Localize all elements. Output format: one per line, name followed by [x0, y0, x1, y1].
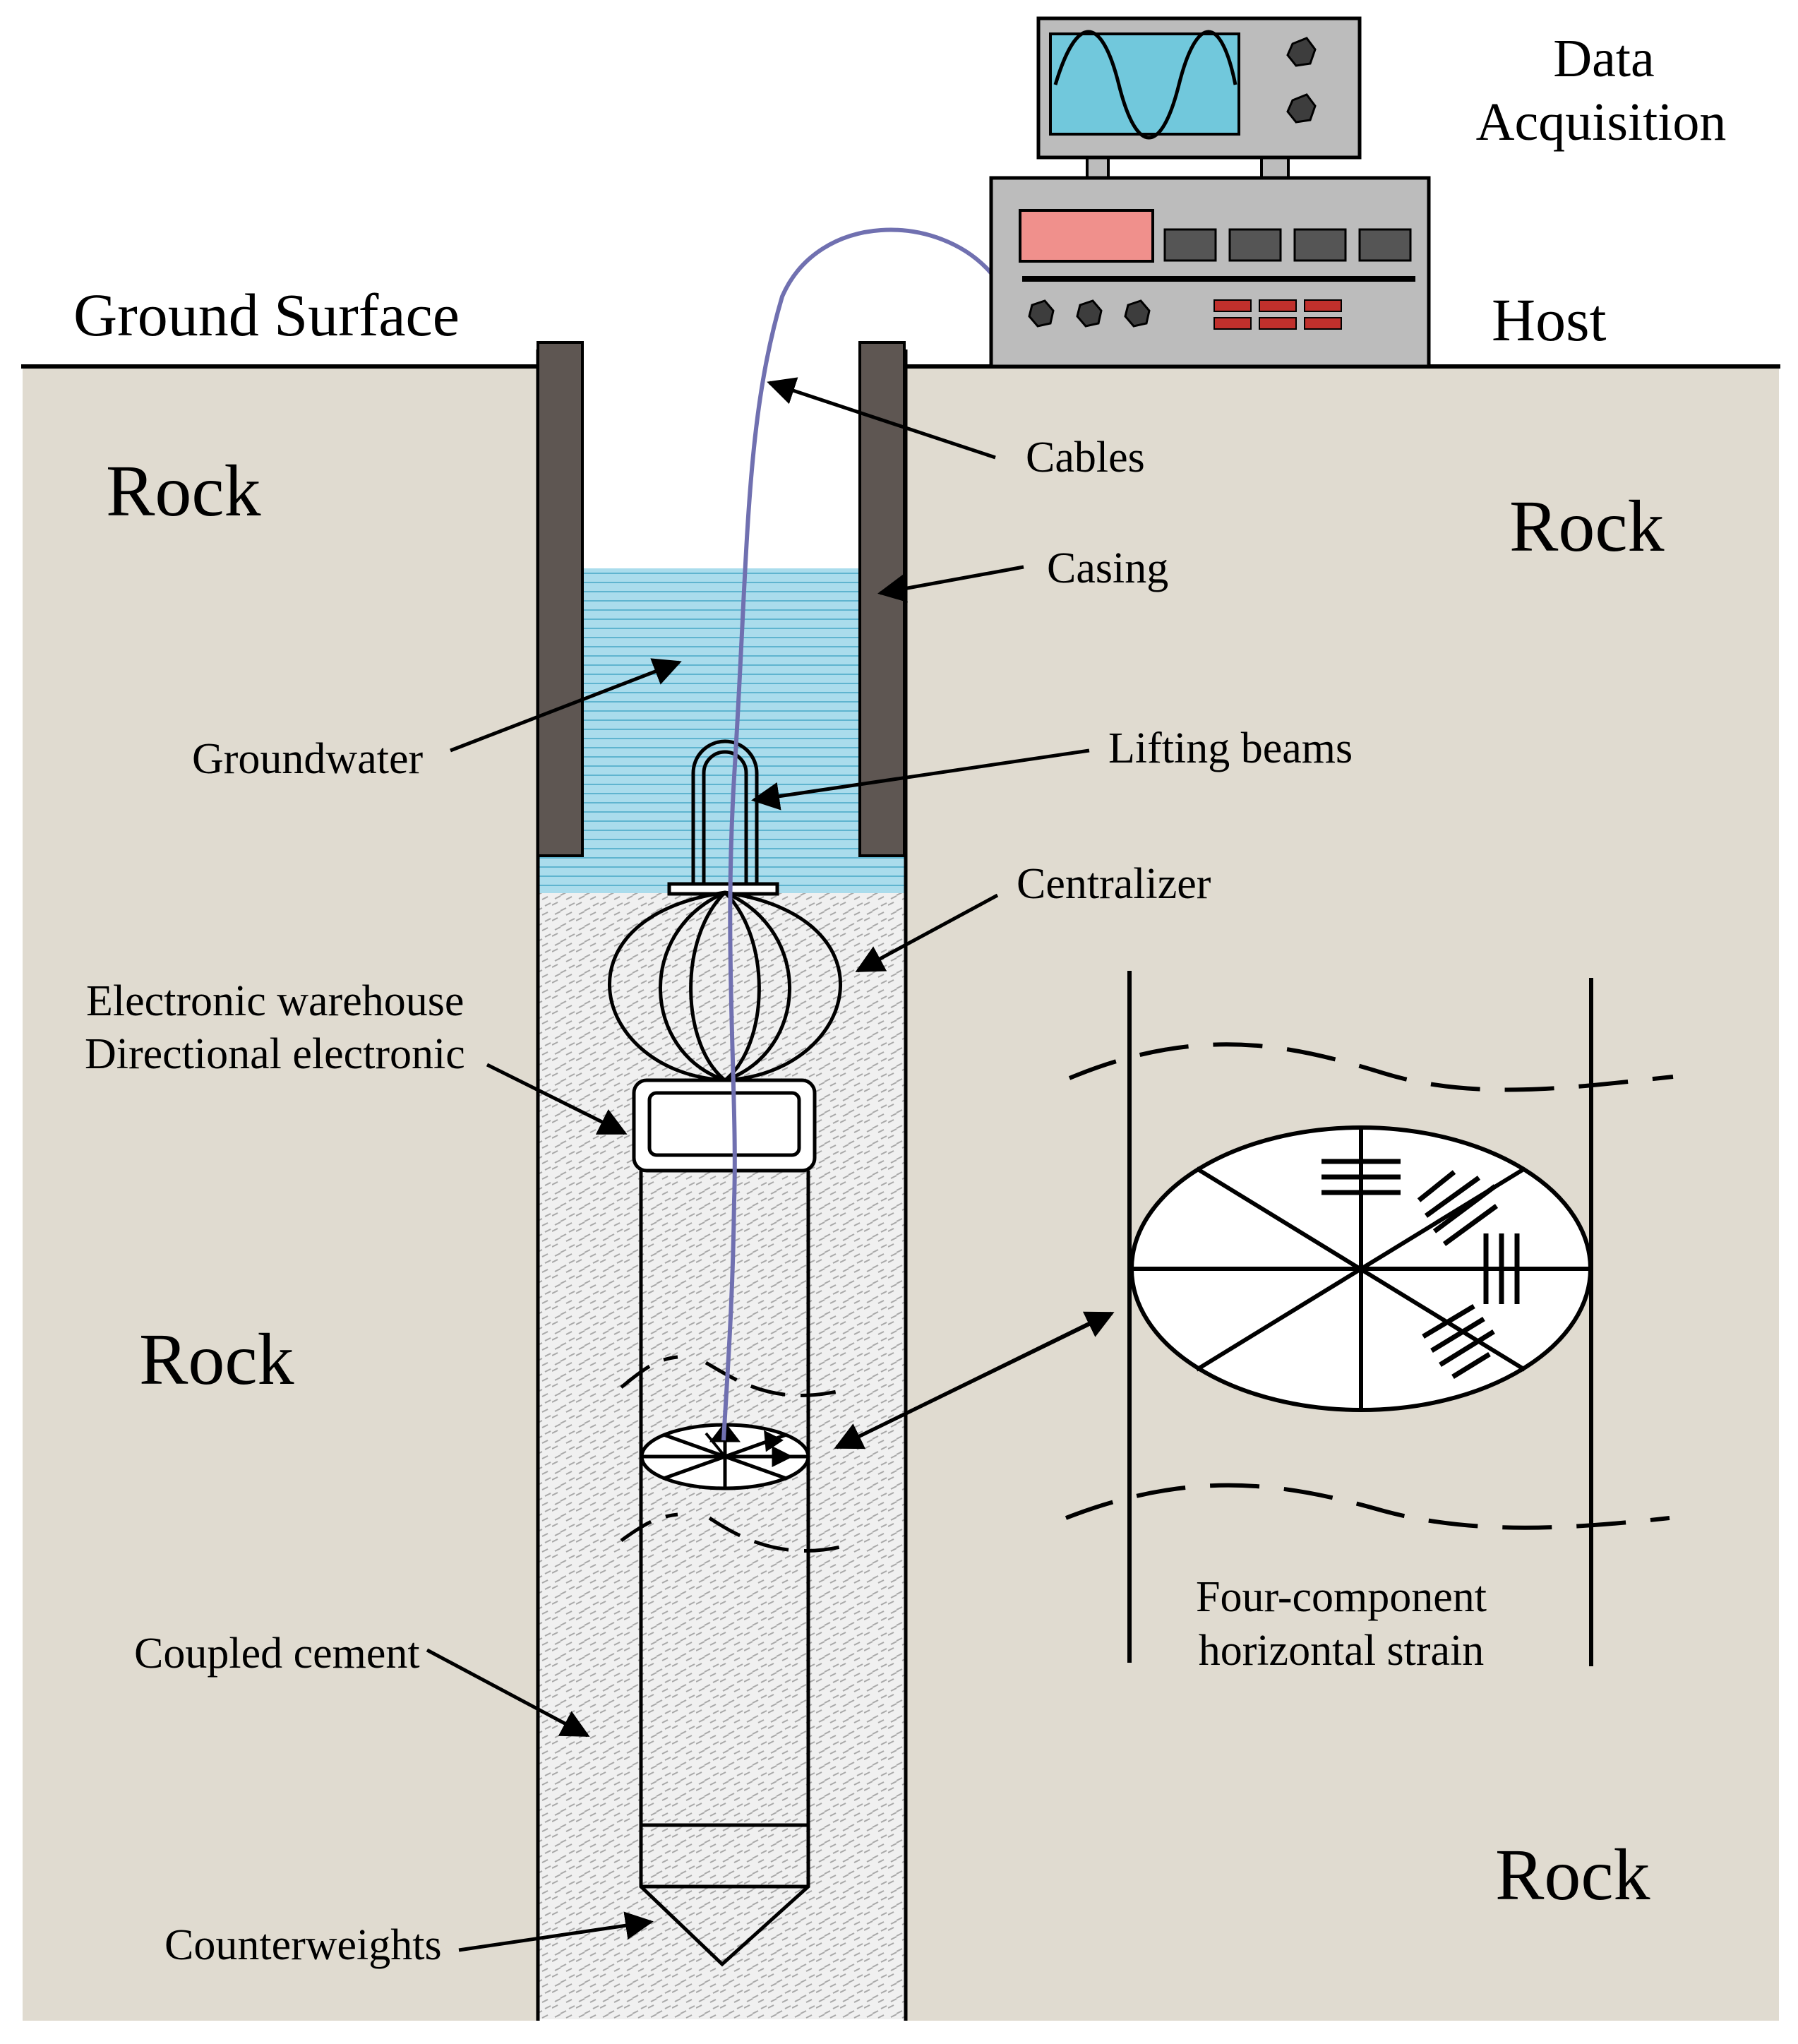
detail-crack-lower [1065, 1483, 1670, 1530]
monitor-screen [1049, 32, 1240, 136]
probe-assembly [607, 739, 844, 1967]
crack-wave-upper-left [620, 1355, 678, 1389]
capacitor-horizontal [1483, 1233, 1520, 1304]
rock-label-mid-left: Rock [139, 1319, 294, 1400]
electronic-warehouse-label-line1: Electronic warehouse [86, 977, 464, 1025]
arrow-probe-to-detail [835, 1311, 1115, 1450]
labels: Ground Surface Data Acquisition Host Roc… [73, 29, 1726, 1969]
arrow-groundwater [450, 658, 682, 753]
detail-crack-upper [1068, 1042, 1674, 1092]
counterweights-label: Counterweights [164, 1921, 442, 1969]
probe-body [639, 1171, 810, 1967]
electronic-warehouse-outer [632, 1078, 817, 1173]
electronic-warehouse-label-line2: Directional electronic [85, 1030, 465, 1078]
arrow-casing [877, 565, 1024, 603]
host-label: Host [1492, 286, 1607, 354]
casing-label: Casing [1047, 544, 1168, 592]
monitor-knob-1 [1286, 37, 1317, 67]
strain-detail [1065, 971, 1674, 1666]
rock-label-top-right: Rock [1509, 486, 1665, 567]
electronic-warehouse-inner [647, 1091, 801, 1157]
waveform [1053, 30, 1237, 140]
four-component-label-line2: horizontal strain [1199, 1627, 1485, 1675]
arrow-centralizer [855, 893, 999, 973]
arrow-counterweights [458, 1911, 654, 1952]
lifting-beams-inner [702, 750, 748, 888]
arrow-electronic-warehouse [486, 1063, 628, 1135]
lifting-beams [691, 739, 759, 888]
crack-wave-upper-right [705, 1361, 841, 1397]
arrow-cables [767, 377, 996, 460]
capacitor-vertical [1321, 1159, 1401, 1195]
capacitor-diagonal-lower [1422, 1303, 1495, 1379]
cables-label: Cables [1026, 434, 1145, 482]
strain-gauge-small [640, 1421, 810, 1490]
cable [721, 227, 994, 1441]
rock-label-bottom-right: Rock [1495, 1834, 1650, 1915]
strain-gauge-large [1129, 1125, 1593, 1412]
crack-wave-lower-left [620, 1512, 678, 1543]
data-acquisition-label-line1: Data [1553, 29, 1654, 88]
leader-arrows [426, 377, 1115, 1952]
arrow-coupled-cement [426, 1648, 590, 1738]
ground-surface-label: Ground Surface [73, 281, 460, 349]
lifting-beams-label: Lifting beams [1108, 724, 1353, 772]
capacitor-diagonal-upper [1417, 1170, 1499, 1246]
rock-left [23, 365, 537, 2021]
casing-left [537, 341, 584, 857]
data-acquisition-label-line2: Acquisition [1476, 92, 1727, 152]
host-unit-icon [989, 176, 1431, 369]
centralizer-label: Centralizer [1017, 860, 1211, 908]
monitor-knob-2 [1286, 93, 1317, 124]
crack-wave-lower-right [708, 1516, 844, 1553]
rock-label-top-left: Rock [106, 450, 261, 532]
groundwater-fill [538, 568, 906, 893]
arrow-lifting-beams [751, 748, 1090, 811]
four-component-label-line1: Four-component [1196, 1573, 1487, 1621]
oscilloscope-monitor-icon [1036, 16, 1362, 179]
coupled-cement-label: Coupled cement [134, 1630, 420, 1678]
borehole [536, 341, 908, 2021]
groundwater-label: Groundwater [192, 735, 423, 783]
host-display [1019, 209, 1154, 263]
